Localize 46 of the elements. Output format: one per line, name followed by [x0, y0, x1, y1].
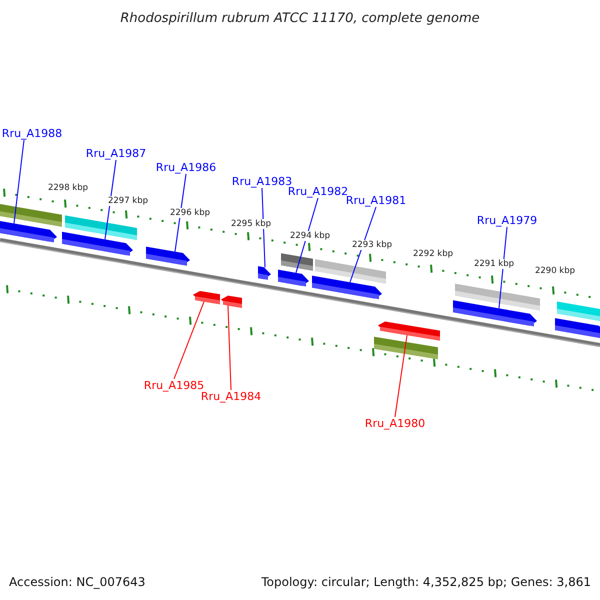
- scale-label: 2298 kbp: [48, 183, 88, 193]
- gene-label: Rru_A1984: [200, 390, 262, 403]
- scale-label: 2295 kbp: [230, 219, 272, 229]
- leader-line: [394, 334, 408, 418]
- leader-line: [262, 188, 266, 268]
- gene-bar: [0, 204, 62, 227]
- scale-label: 2297 kbp: [108, 196, 148, 206]
- gene-label: Rru_A1986: [156, 161, 216, 174]
- gene-feature: [146, 246, 190, 266]
- genome-summary-note: Topology: circular; Length: 4,352,825 bp; Genes: 3,861: [261, 575, 591, 589]
- leader-line: [174, 301, 204, 380]
- gene-feature: [193, 291, 220, 304]
- leader-line: [228, 305, 232, 390]
- gene-feature: [278, 270, 309, 286]
- gene-label: Rru_A1983: [232, 175, 292, 188]
- gene-feature: [221, 296, 242, 308]
- leader-line: [174, 174, 186, 252]
- gene-label: Rru_A1982: [288, 185, 348, 198]
- leader-line: [350, 206, 376, 283]
- scale-label: 2290 kbp: [534, 266, 576, 276]
- gene-bar: [557, 302, 600, 322]
- accession-note: Accession: NC_007643: [9, 575, 146, 589]
- gene-bar: [455, 284, 540, 310]
- diagram-title: Rhodospirillum rubrum ATCC 11170, complete genome: [120, 11, 480, 26]
- gene-label: Rru_A1988: [2, 127, 62, 140]
- gene-feature: [258, 266, 271, 280]
- scale-label: 2294 kbp: [290, 231, 330, 241]
- gene-label: Rru_A1980: [364, 417, 426, 430]
- gene-label: Rru_A1985: [144, 379, 204, 392]
- leader-line: [14, 140, 24, 224]
- leader-line: [498, 226, 508, 309]
- gene-bar: [315, 259, 386, 284]
- scale-label: 2292 kbp: [412, 249, 454, 259]
- leader-line: [104, 160, 116, 240]
- gene-label: Rru_A1981: [346, 194, 406, 207]
- scale-label: 2291 kbp: [474, 259, 514, 269]
- gene-label: Rru_A1987: [86, 147, 146, 160]
- scale-label: 2296 kbp: [170, 208, 210, 218]
- gene-feature: [555, 318, 600, 338]
- gene-bar: [374, 336, 438, 360]
- leader-line: [296, 198, 318, 274]
- gene-bar: [281, 253, 313, 271]
- scale-label: 2293 kbp: [352, 240, 392, 250]
- gene-label: Rru_A1979: [476, 214, 538, 227]
- gene-feature: [378, 322, 440, 341]
- gene-bar: [65, 215, 137, 240]
